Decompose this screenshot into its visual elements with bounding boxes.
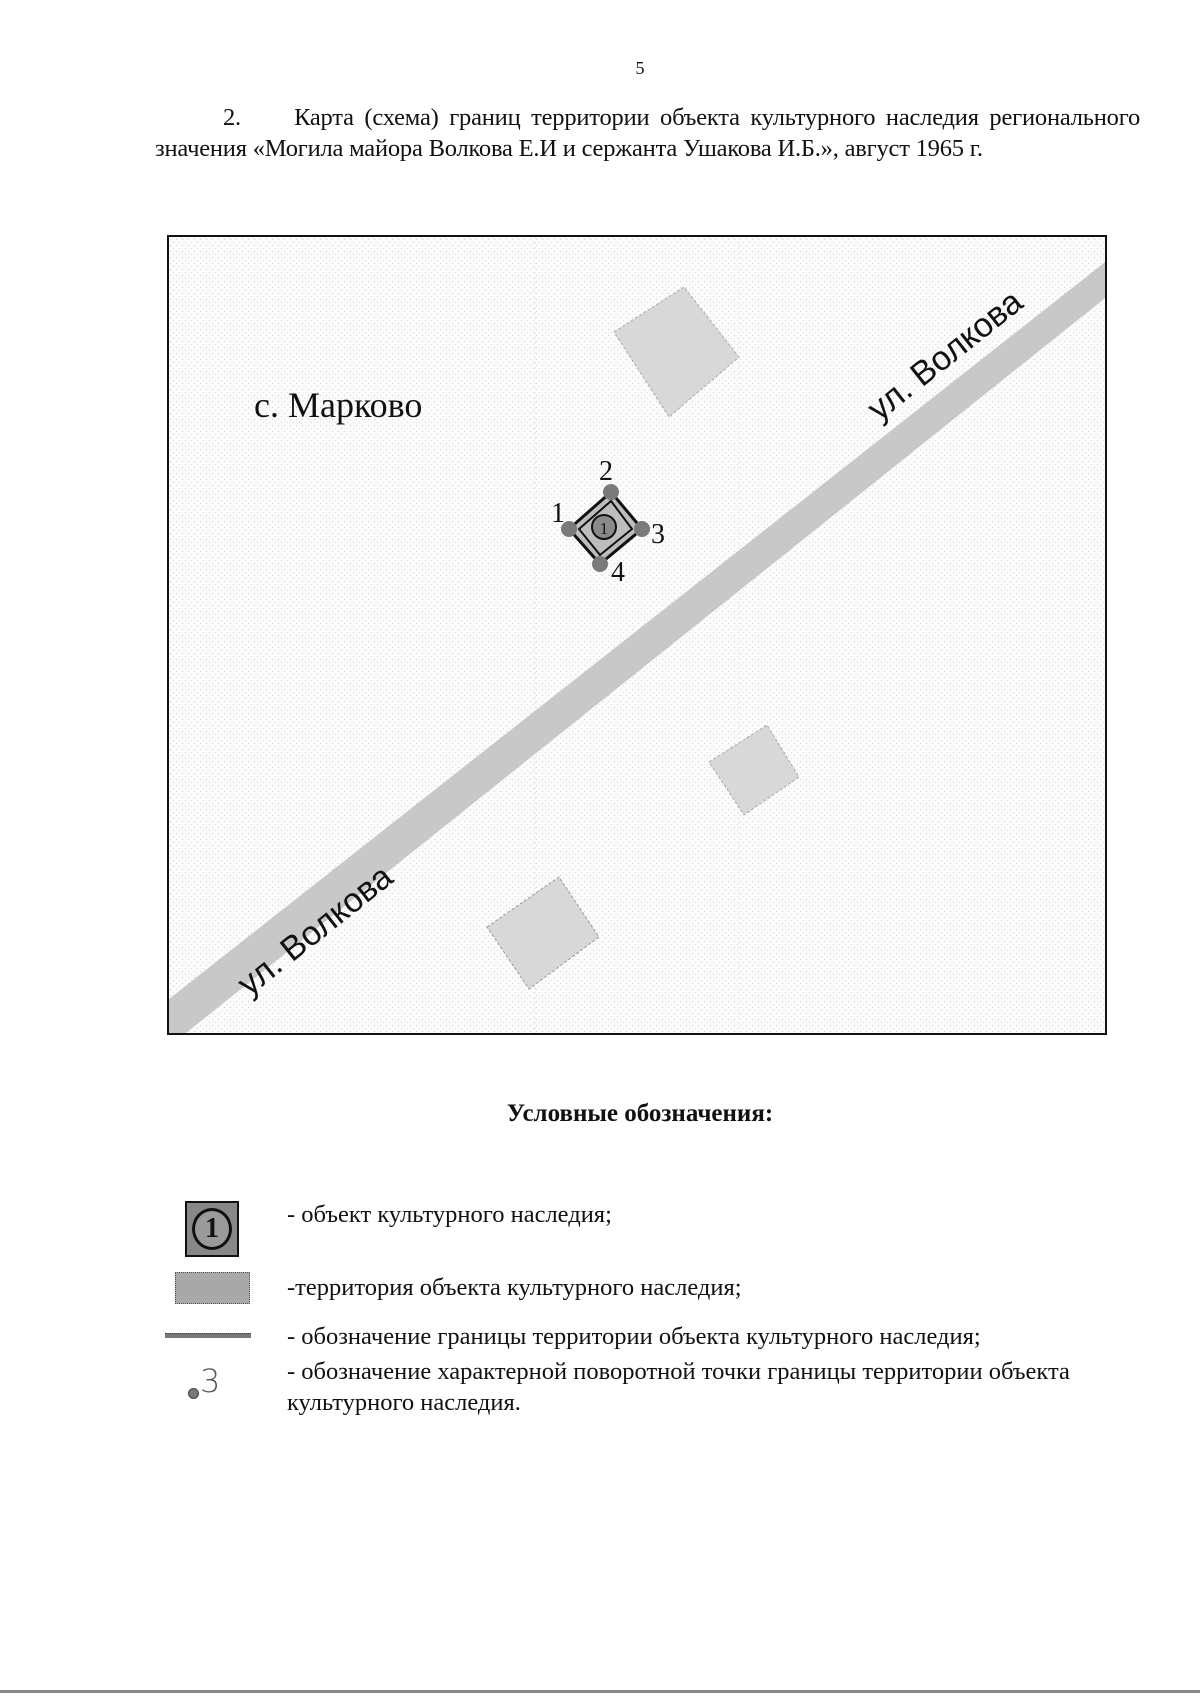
heritage-territory: 1	[566, 489, 645, 567]
settlement-label: с. Марково	[254, 385, 422, 425]
boundary-point-4	[592, 556, 608, 572]
point-label-4: 4	[611, 557, 625, 588]
legend-item-monument: - объект культурного наследия;	[287, 1201, 612, 1228]
map-scheme: 1 1 2 3 4 с. Марково ул. Волкова ул. Вол…	[167, 235, 1107, 1035]
boundary-line-icon	[165, 1333, 251, 1338]
boundary-point-3	[634, 521, 650, 537]
point-number: 3	[200, 1362, 221, 1400]
legend-item-territory: -территория объекта культурного наследия…	[287, 1274, 742, 1301]
monument-number: 1	[192, 1208, 232, 1250]
legend-item-boundary: - обозначение границы территории объекта…	[287, 1323, 981, 1350]
road-volkova	[169, 262, 1105, 1033]
monument-icon	[591, 514, 617, 540]
building-north	[613, 286, 740, 418]
scan-edge-line	[0, 1690, 1200, 1693]
svg-text:1: 1	[600, 519, 609, 538]
point-label-3: 3	[651, 519, 665, 550]
point-label-1: 1	[551, 498, 565, 529]
territory-swatch-icon	[175, 1272, 250, 1304]
building-middle	[708, 724, 800, 816]
point-label-2: 2	[599, 456, 613, 487]
monument-icon: 1	[185, 1201, 239, 1257]
page-number: 5	[635, 58, 645, 78]
turning-point-icon: 3	[184, 1362, 224, 1402]
map-caption: 2. Карта (схема) границ территории объек…	[155, 104, 1140, 162]
point-dot	[188, 1388, 199, 1399]
boundary-point-2	[603, 484, 619, 500]
boundary-points: 1 2 3 4	[551, 456, 665, 588]
legend-title: Условные обозначения:	[506, 1100, 774, 1127]
building-south	[486, 876, 600, 990]
boundary-point-1	[561, 521, 577, 537]
legend-item-turning-point: - обозначение характерной поворотной точ…	[287, 1358, 1070, 1416]
